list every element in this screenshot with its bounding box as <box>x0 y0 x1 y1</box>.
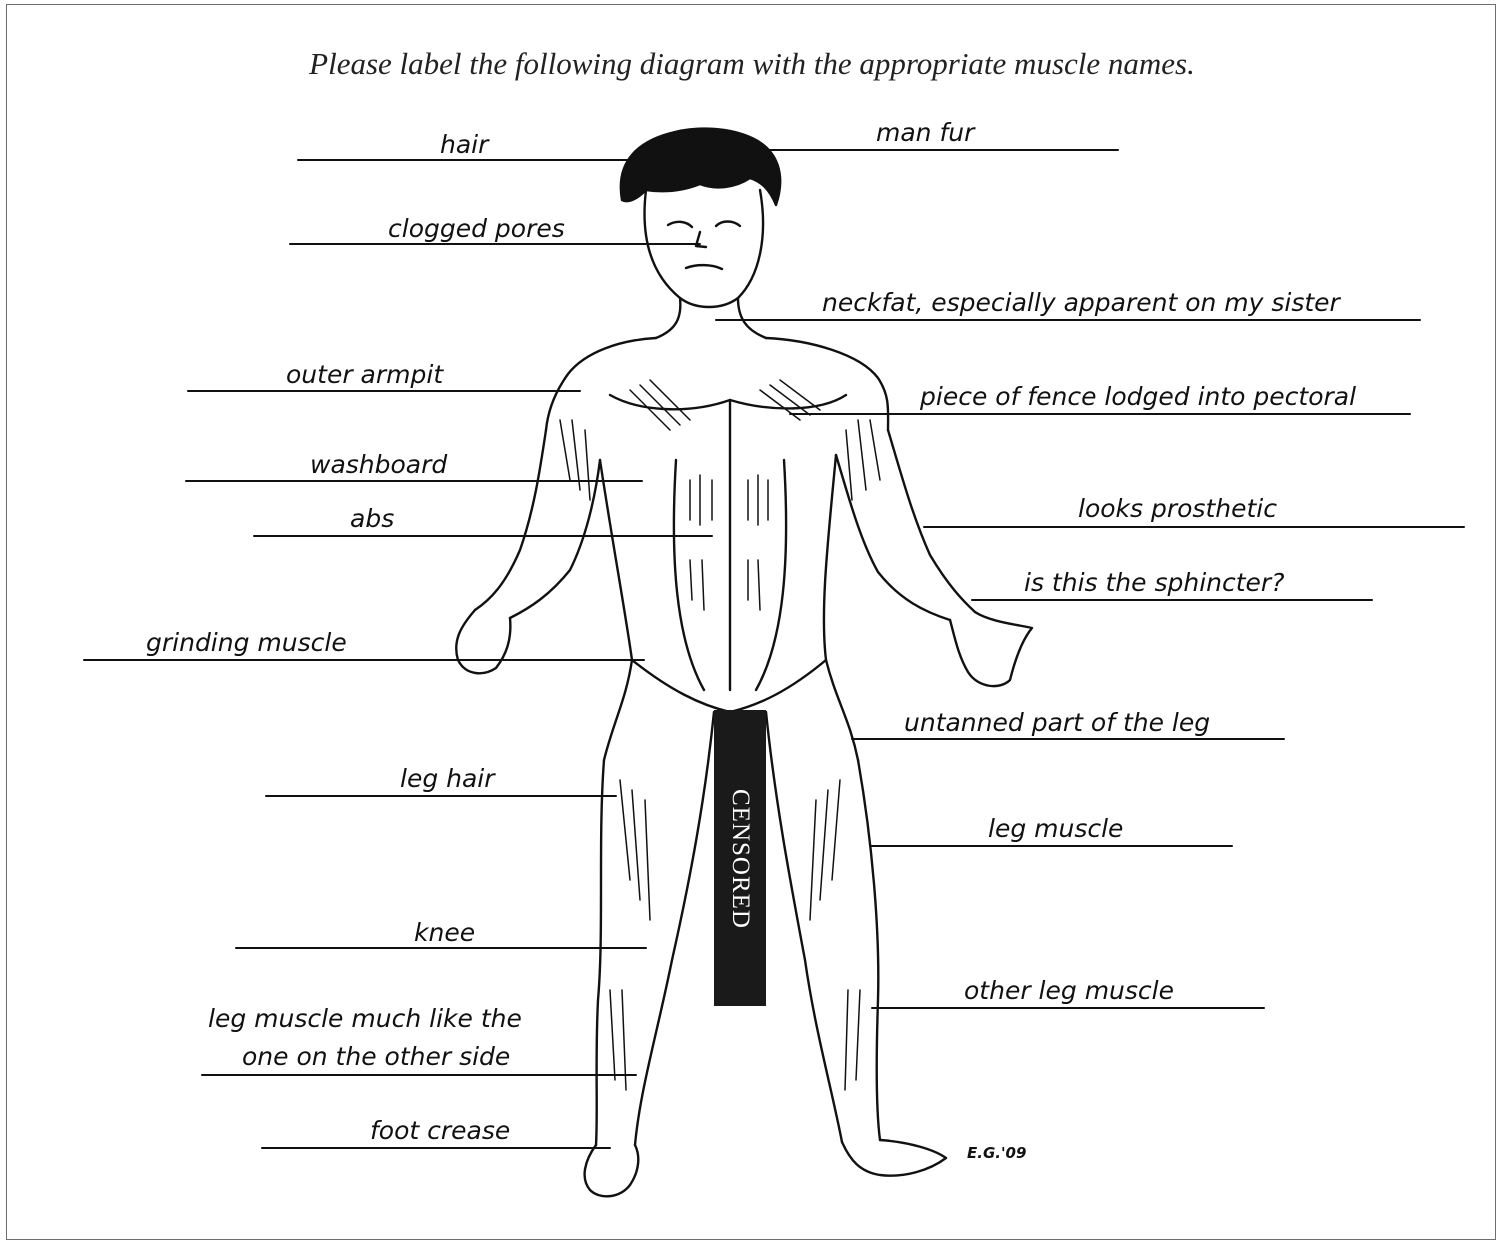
label-washboard: washboard <box>310 452 447 477</box>
right-foot <box>842 1140 946 1176</box>
label-foot-crease: foot crease <box>370 1118 510 1143</box>
censor-text: CENSORED <box>714 712 766 1006</box>
head-outline <box>644 190 763 307</box>
left-leg-outer <box>596 760 604 1145</box>
left-hand <box>456 610 510 673</box>
label-man-fur: man fur <box>876 120 974 145</box>
label-grinding: grinding muscle <box>146 630 347 655</box>
right-arm-outer <box>888 430 975 612</box>
left-arm-outer <box>475 430 546 610</box>
right-leg-outer <box>858 760 880 1140</box>
abs-right <box>756 460 786 690</box>
torso-left <box>600 460 632 760</box>
label-hair: hair <box>440 132 488 157</box>
label-neckfat: neckfat, especially apparent on my siste… <box>822 290 1340 315</box>
left-foot <box>585 1145 639 1196</box>
right-hand <box>950 612 1032 686</box>
label-prosthetic: looks prosthetic <box>1078 496 1277 521</box>
label-outer-armpit: outer armpit <box>286 362 443 387</box>
artist-signature: E.G.'09 <box>967 1144 1026 1162</box>
label-abs: abs <box>350 506 394 531</box>
mouth <box>686 265 722 269</box>
label-knee: knee <box>414 920 475 945</box>
right-eye <box>716 222 740 227</box>
label-leg-muscle: leg muscle <box>988 816 1123 841</box>
label-leg-muscle-like-line2: one on the other side <box>242 1044 510 1069</box>
torso-right <box>824 455 858 760</box>
right-arm-inner <box>836 455 950 620</box>
left-leg-inner <box>635 712 714 1145</box>
left-shoulder <box>546 338 656 430</box>
label-sphincter: is this the sphincter? <box>1024 570 1284 595</box>
label-fence: piece of fence lodged into pectoral <box>920 384 1356 409</box>
label-untanned: untanned part of the leg <box>904 710 1210 735</box>
label-leg-hair: leg hair <box>400 766 495 791</box>
right-leg-inner <box>766 712 842 1142</box>
label-leg-muscle-like-line1: leg muscle much like the <box>208 1006 522 1031</box>
neck-left <box>656 298 680 338</box>
label-clogged-pores: clogged pores <box>388 216 565 241</box>
left-eye <box>668 222 692 227</box>
neck-right <box>738 298 766 338</box>
label-other-leg-muscle: other leg muscle <box>964 978 1174 1003</box>
